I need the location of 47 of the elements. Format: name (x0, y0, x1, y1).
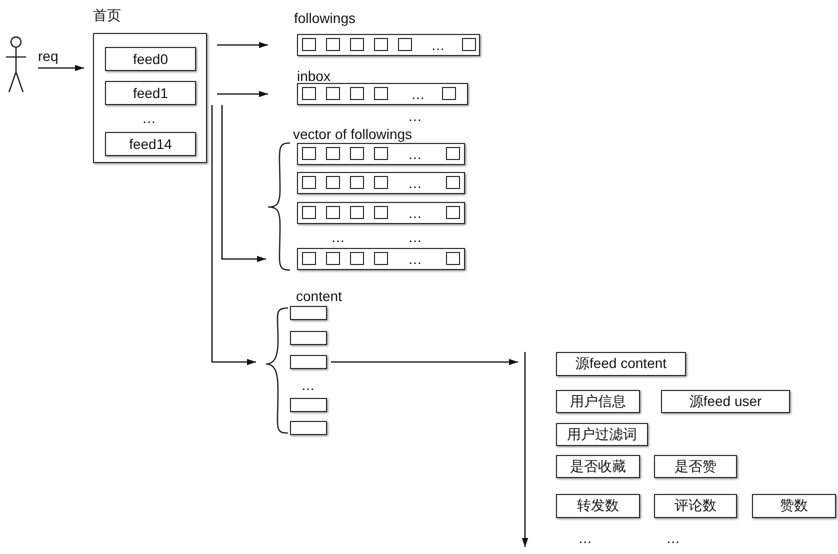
ellipsis: … (301, 377, 315, 393)
ellipsis: … (431, 37, 445, 53)
content-slot (290, 355, 327, 369)
array-bar (297, 172, 465, 194)
group-title: vector of followings (293, 126, 412, 142)
array-bar (297, 143, 465, 165)
arrow (217, 90, 268, 98)
array-bar (297, 248, 465, 270)
content-slot (290, 306, 327, 320)
ellipsis: … (666, 530, 680, 546)
ellipsis: … (408, 175, 422, 191)
field-box: 赞数 (752, 494, 836, 518)
arrow (217, 42, 268, 48)
ellipsis: … (408, 146, 422, 162)
field-box: 评论数 (654, 494, 737, 518)
field-box: 转发数 (556, 494, 640, 518)
ellipsis: … (411, 86, 425, 102)
field-box: 用户过滤词 (556, 423, 648, 446)
arrow (221, 105, 266, 262)
field-box: 用户信息 (556, 390, 640, 413)
ellipsis: … (408, 108, 422, 124)
arrow (38, 64, 84, 72)
ellipsis: … (578, 530, 592, 546)
arrow (211, 105, 256, 366)
field-box: 是否赞 (654, 455, 737, 478)
field-box: feed14 (105, 132, 196, 156)
array-title: inbox (297, 68, 330, 84)
ellipsis: … (408, 205, 422, 221)
ellipsis: … (408, 229, 422, 245)
field-box: 源feed content (556, 352, 686, 376)
content-slot (290, 331, 327, 345)
ellipsis: … (408, 251, 422, 267)
edge-label: req (38, 48, 58, 64)
field-box: 源feed user (661, 390, 790, 413)
person-icon (4, 36, 28, 94)
array-title: followings (294, 10, 356, 26)
array-bar (297, 202, 465, 224)
field-box: feed1 (105, 81, 196, 105)
ellipsis: … (331, 229, 345, 245)
box-title: 首页 (93, 7, 121, 23)
field-box: feed0 (105, 47, 196, 71)
field-box: 是否收藏 (556, 455, 640, 478)
content-slot (290, 421, 327, 435)
ellipsis: … (142, 110, 156, 126)
arrow (331, 358, 518, 366)
content-slot (290, 398, 327, 412)
group-title: content (296, 288, 342, 304)
